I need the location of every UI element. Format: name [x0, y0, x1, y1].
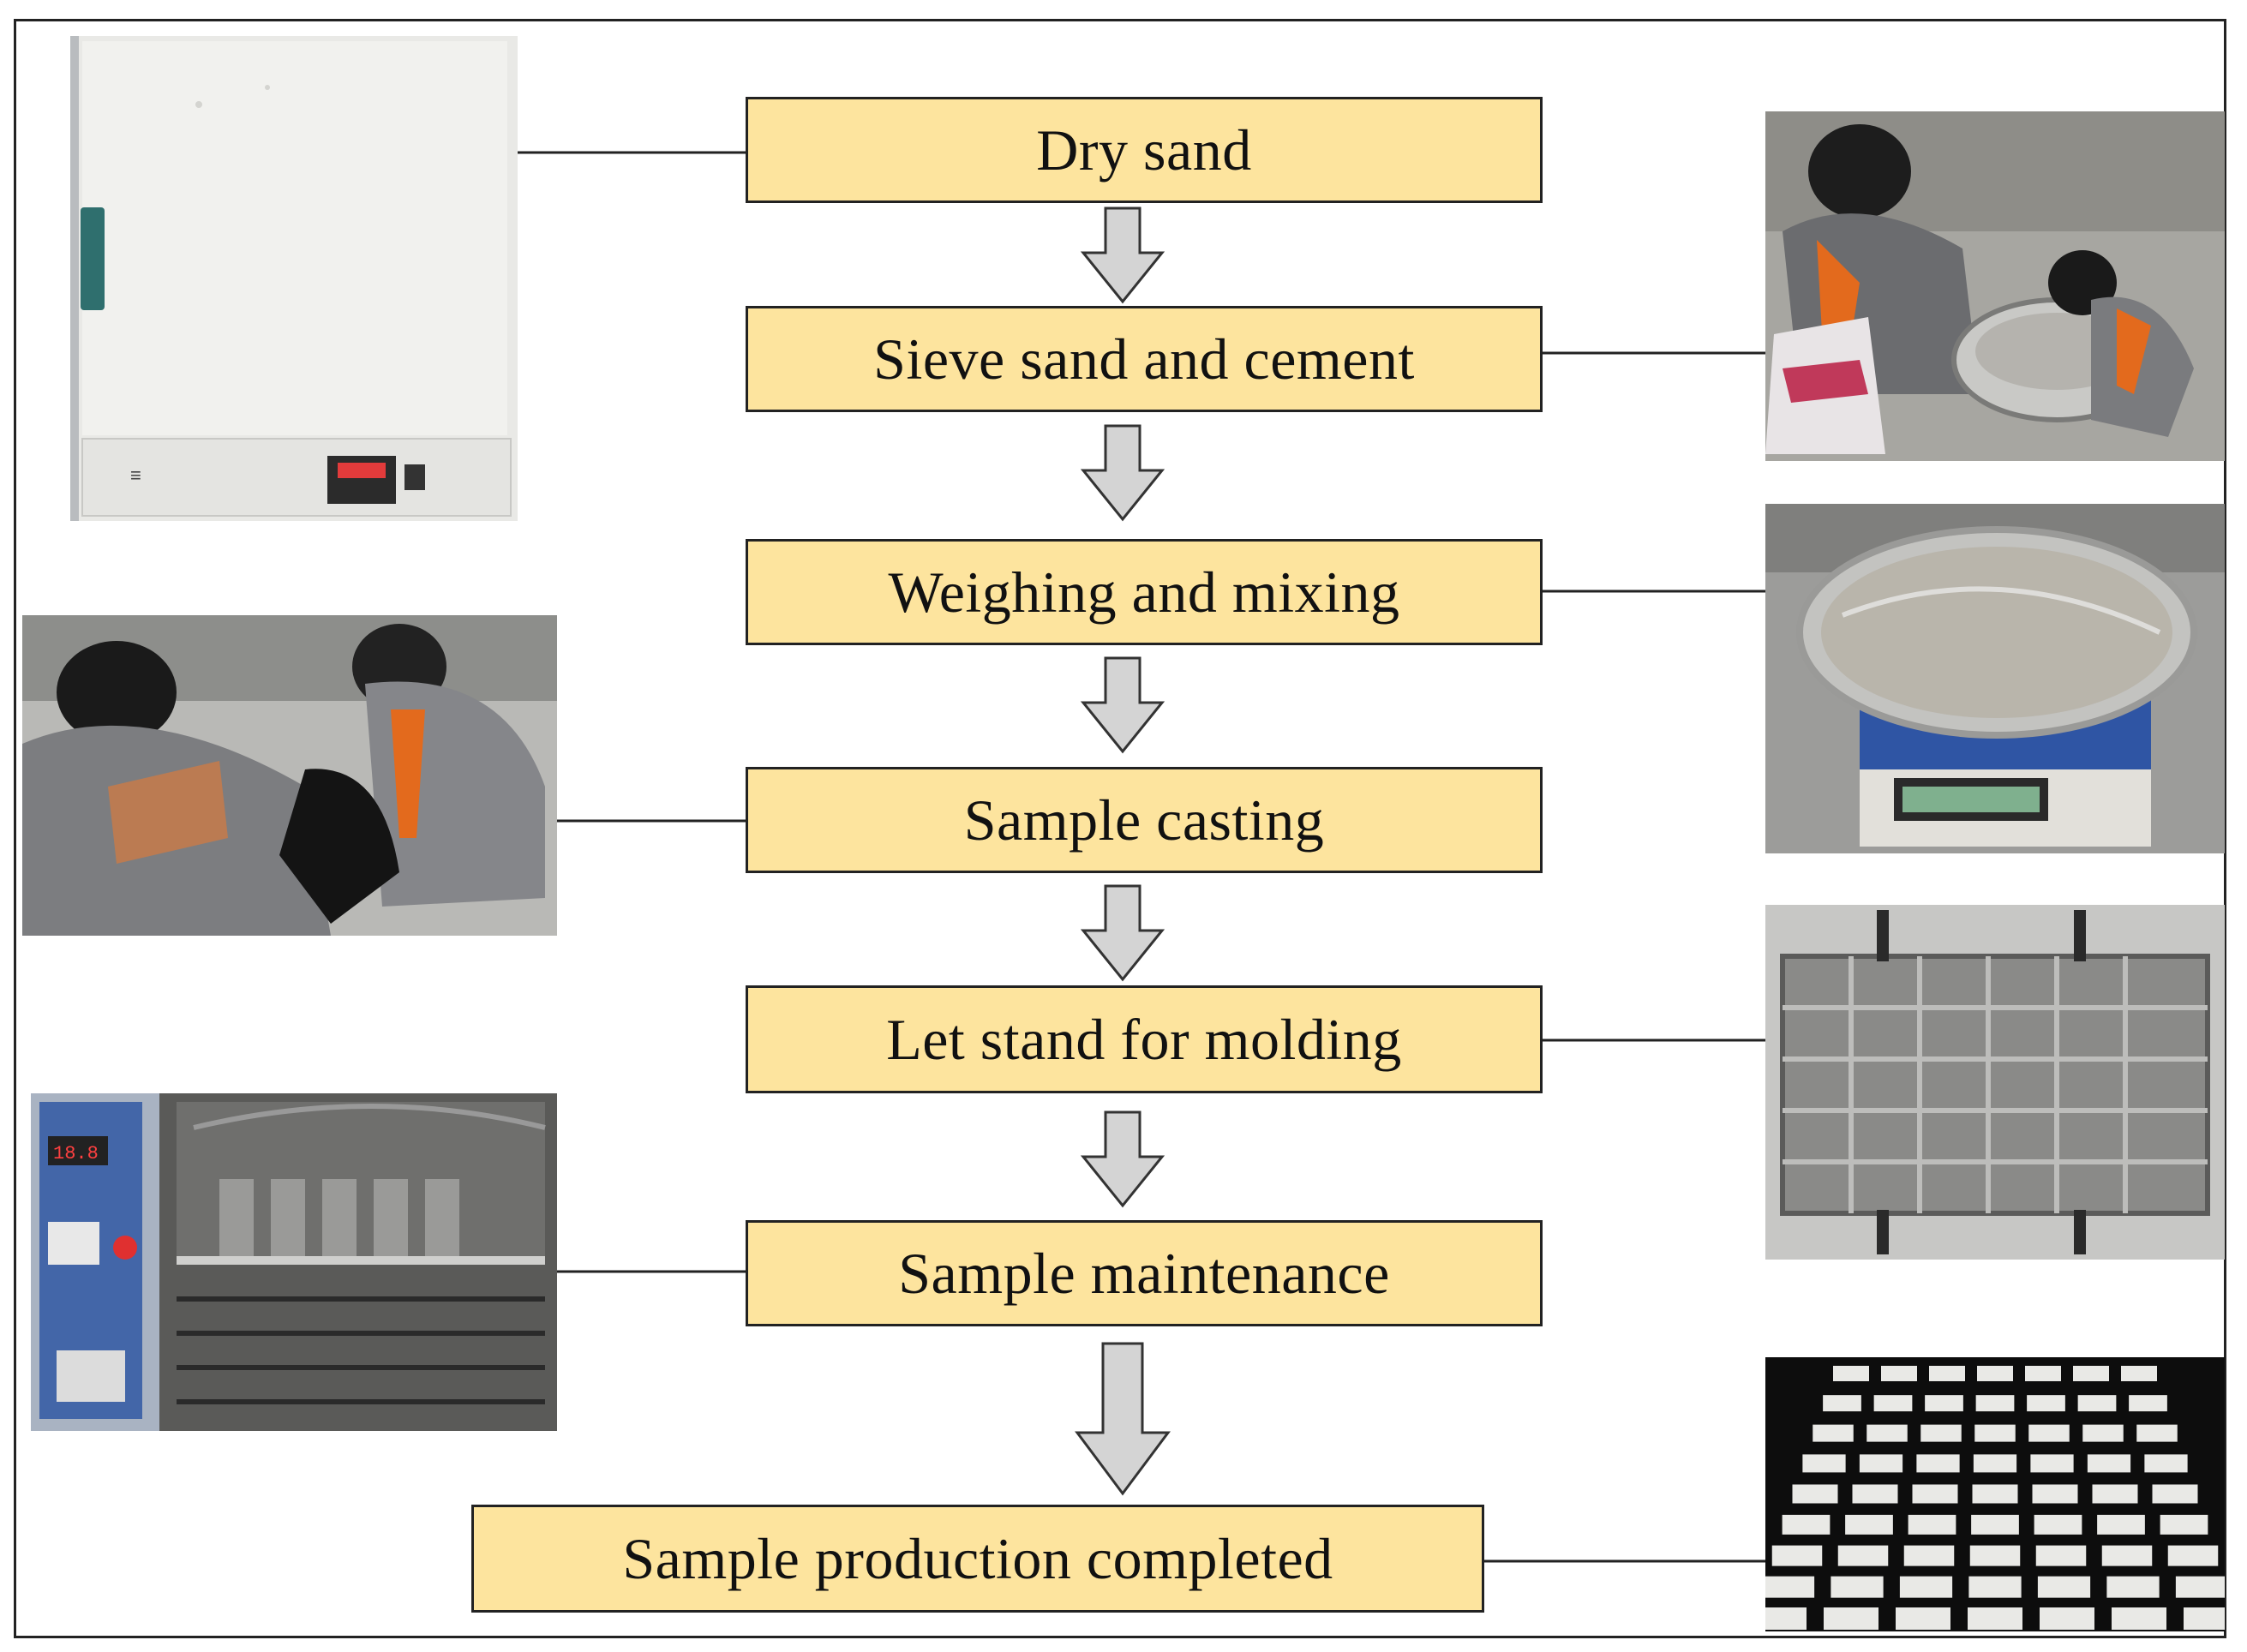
specimen-block [1929, 1366, 1965, 1381]
specimen-block [1823, 1395, 1861, 1412]
specimen-block [2121, 1366, 2157, 1381]
specimen-block [1765, 1576, 1815, 1598]
specimen-block [1920, 1424, 1962, 1442]
specimen-block [2152, 1484, 2198, 1504]
specimen-block [1968, 1607, 2022, 1630]
specimen-block [1771, 1545, 1823, 1566]
svg-text:≡: ≡ [130, 464, 141, 486]
specimen-block [1968, 1576, 2022, 1598]
sieving-photo [1765, 111, 2225, 461]
specimen-block [1831, 1576, 1884, 1598]
specimen-block [2027, 1395, 2065, 1412]
specimen-block [2037, 1576, 2091, 1598]
finished-samples-photo [1765, 1357, 2225, 1631]
specimen-block [1845, 1514, 1893, 1535]
specimen-block [1977, 1366, 2013, 1381]
specimen-block [2073, 1366, 2109, 1381]
svg-text:18.8: 18.8 [53, 1143, 99, 1164]
specimen-block [1802, 1454, 1846, 1473]
step-let-stand-for-molding: Let stand for molding [746, 985, 1543, 1093]
specimen-block [2032, 1484, 2078, 1504]
specimen-block [2144, 1454, 2188, 1473]
specimen-block [2112, 1607, 2166, 1630]
specimen-block [1824, 1607, 1878, 1630]
specimen-block [1971, 1514, 2019, 1535]
specimen-block [1859, 1454, 1903, 1473]
down-arrow-4 [1080, 884, 1165, 982]
specimen-block [1925, 1395, 1963, 1412]
specimen-block [2184, 1607, 2225, 1630]
specimen-block [2097, 1514, 2145, 1535]
specimen-block [1765, 1607, 1807, 1630]
specimen-block [2101, 1545, 2153, 1566]
step-sieve-sand-and-cement: Sieve sand and cement [746, 306, 1543, 412]
specimen-block [1782, 1514, 1831, 1535]
specimen-block [1833, 1366, 1869, 1381]
step-weighing-and-mixing: Weighing and mixing [746, 539, 1543, 645]
mold-photo [1765, 905, 2225, 1260]
specimen-block [1973, 1454, 2017, 1473]
specimen-block [2167, 1545, 2219, 1566]
specimen-block [2160, 1514, 2208, 1535]
specimen-block [2034, 1514, 2082, 1535]
specimen-block [1873, 1395, 1913, 1412]
specimen-block [2028, 1424, 2070, 1442]
specimen-block [1969, 1545, 2021, 1566]
specimen-block [2129, 1395, 2167, 1412]
specimen-block [2106, 1576, 2160, 1598]
step-sample-production-completed: Sample production completed [471, 1505, 1484, 1613]
specimen-block [1867, 1424, 1908, 1442]
specimen-block [2025, 1366, 2061, 1381]
specimen-block [2035, 1545, 2087, 1566]
step-dry-sand: Dry sand [746, 97, 1543, 203]
step-sample-maintenance: Sample maintenance [746, 1220, 1543, 1326]
step-sample-casting: Sample casting [746, 767, 1543, 873]
specimen-block [1881, 1366, 1917, 1381]
specimen-block [2136, 1424, 2178, 1442]
specimen-block [1912, 1484, 1958, 1504]
specimen-block [2082, 1424, 2124, 1442]
scale-photo [1765, 504, 2225, 853]
specimen-block [1852, 1484, 1898, 1504]
down-arrow-6 [1075, 1342, 1171, 1496]
specimen-block [1903, 1545, 1955, 1566]
specimen-block [2175, 1576, 2225, 1598]
down-arrow-1 [1080, 206, 1165, 304]
drying-oven-photo: ≡ [70, 36, 518, 521]
specimen-block [2040, 1607, 2094, 1630]
casting-photo [22, 615, 557, 936]
specimen-block [2077, 1395, 2117, 1412]
down-arrow-5 [1080, 1110, 1165, 1208]
specimen-block [1974, 1424, 2016, 1442]
specimen-block [1908, 1514, 1956, 1535]
specimen-block [1916, 1454, 1960, 1473]
specimen-block [1837, 1545, 1889, 1566]
down-arrow-3 [1080, 656, 1165, 754]
specimen-block [2087, 1454, 2131, 1473]
specimen-block [1896, 1607, 1950, 1630]
specimen-block [1899, 1576, 1953, 1598]
specimen-block [1813, 1424, 1854, 1442]
specimen-block [1792, 1484, 1838, 1504]
specimen-block [1972, 1484, 2018, 1504]
specimen-block [2030, 1454, 2074, 1473]
specimen-block [1975, 1395, 2015, 1412]
curing-chamber-photo: 18.8 [31, 1093, 557, 1431]
specimen-block [2092, 1484, 2138, 1504]
down-arrow-2 [1080, 424, 1165, 522]
